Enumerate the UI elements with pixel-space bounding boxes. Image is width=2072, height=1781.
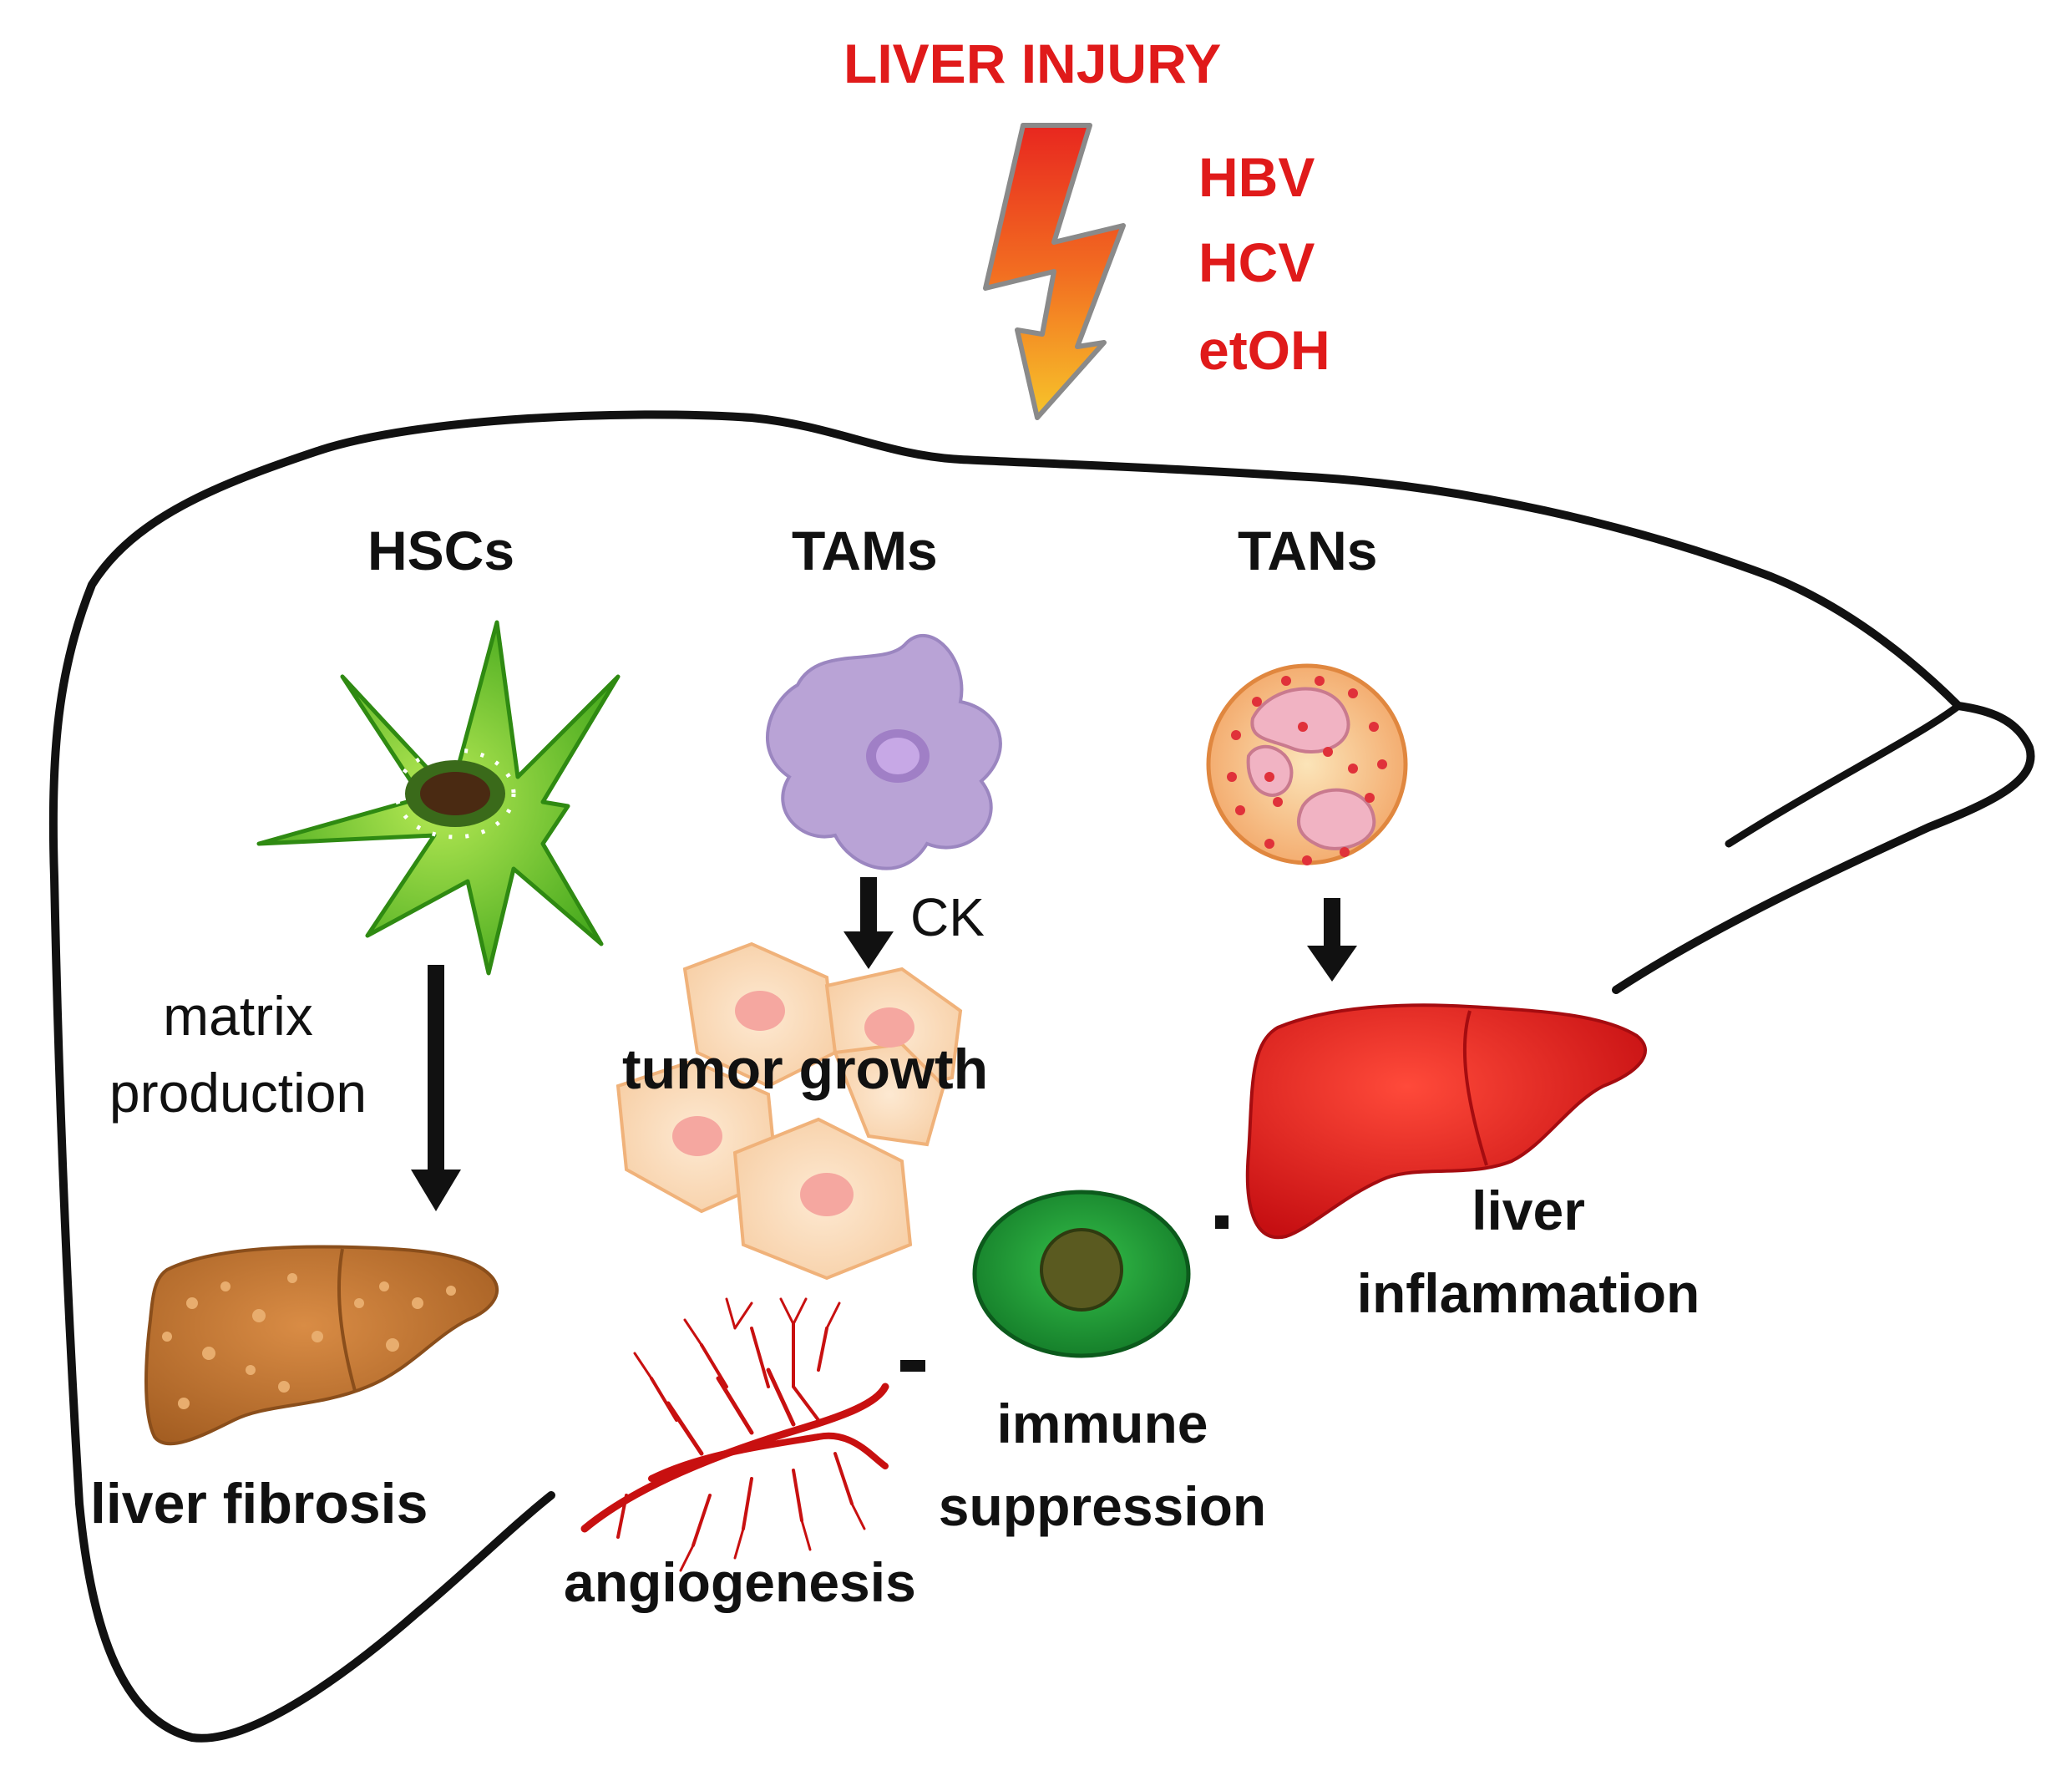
angiogenesis-label: angiogenesis: [564, 1551, 916, 1613]
tam-cell-icon: [766, 634, 1002, 870]
liver-fibrosis-label: liver fibrosis: [90, 1472, 428, 1535]
cause-hcv: HCV: [1198, 231, 1315, 293]
blood-vessels-icon: [580, 1297, 889, 1572]
immune-suppression-line1: immune: [996, 1393, 1208, 1454]
liver-injury-title: LIVER INJURY: [843, 33, 1222, 94]
matrix-production-line2: production: [109, 1062, 367, 1124]
liver-inflammation-line1: liver: [1472, 1180, 1585, 1241]
liver-outline-inner: [1725, 702, 1963, 848]
connector-mark: [900, 1360, 925, 1372]
matrix-production-line1: matrix: [163, 985, 313, 1047]
tumor-cells-icon: [616, 941, 963, 1281]
liver-inflammation-line2: inflammation: [1356, 1262, 1700, 1324]
matrix-production-label: matrix production: [75, 977, 401, 1132]
immune-suppression-line2: suppression: [938, 1475, 1267, 1537]
tans-label: TANs: [1238, 520, 1378, 581]
ck-label: CK: [910, 887, 985, 947]
immune-suppression-label: immune suppression: [927, 1383, 1278, 1548]
tumor-growth-label: tumor growth: [622, 1038, 989, 1101]
hsc-cell-icon: [256, 620, 621, 976]
liver-inflammation-label: liver inflammation: [1315, 1170, 1741, 1335]
immune-cell-icon: [972, 1190, 1191, 1358]
liver-outline: [48, 410, 2035, 1743]
tams-label: TAMs: [792, 520, 938, 581]
inflamed-liver-icon: [1245, 1003, 1647, 1240]
lightning-bolt-icon: [983, 123, 1126, 420]
tam-to-tumor-arrow: [843, 877, 894, 969]
hsc-to-fibrosis-arrow: [411, 965, 461, 1211]
tan-cell-icon: [1206, 663, 1408, 865]
connector-mark: [1215, 1215, 1229, 1229]
cause-etoh: etOH: [1198, 319, 1330, 381]
fibrotic-liver-icon: [144, 1245, 499, 1446]
cause-hbv: HBV: [1198, 146, 1315, 208]
hscs-label: HSCs: [367, 520, 515, 581]
tan-to-inflammation-arrow: [1307, 898, 1357, 982]
